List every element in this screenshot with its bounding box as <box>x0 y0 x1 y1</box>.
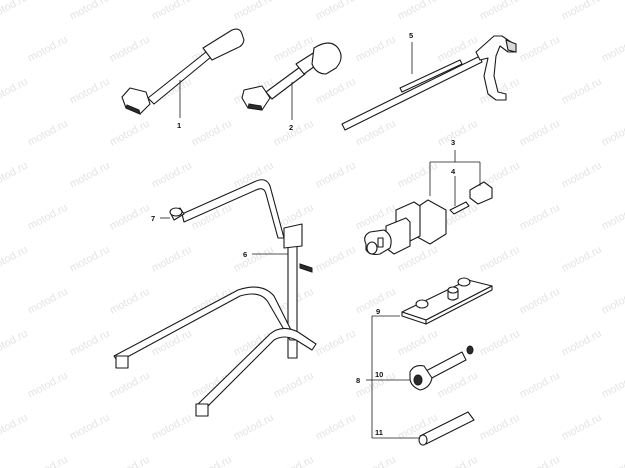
callout-9: 9 <box>376 307 380 316</box>
watermark-text: motod.ru <box>314 76 358 107</box>
watermark-text: motod.ru <box>190 454 234 468</box>
watermark-text: motod.ru <box>354 454 398 468</box>
watermark-text: motod.ru <box>150 160 194 191</box>
part-5-fork-lever <box>341 35 517 131</box>
watermark-text: motod.ru <box>0 412 30 443</box>
watermark-text: motod.ru <box>518 118 562 149</box>
watermark-text: motod.ru <box>560 412 604 443</box>
watermark-text: motod.ru <box>68 244 112 275</box>
watermark-text: motod.ru <box>26 286 70 317</box>
callout-8: 8 <box>356 376 360 385</box>
watermark-text: motod.ru <box>436 370 480 401</box>
watermark-text: motod.ru <box>314 412 358 443</box>
watermark-text: motod.ru <box>68 160 112 191</box>
watermark-text: motod.ru <box>0 76 30 107</box>
watermark-text: motod.ru <box>396 328 440 359</box>
watermark-text: motod.ru <box>518 34 562 65</box>
watermark-text: motod.ru <box>560 244 604 275</box>
part-3-clamp-assembly <box>364 150 493 256</box>
watermark-text: motod.ru <box>600 370 625 401</box>
watermark-text: motod.ru <box>518 202 562 233</box>
watermark-text: motod.ru <box>26 370 70 401</box>
watermark-text: motod.ru <box>600 202 625 233</box>
watermark-text: motod.ru <box>314 0 358 23</box>
watermark-text: motod.ru <box>26 118 70 149</box>
watermark-text: motod.ru <box>436 454 480 468</box>
watermark-text: motod.ru <box>478 0 522 23</box>
part-1-tool <box>121 28 245 118</box>
watermark-text: motod.ru <box>560 0 604 23</box>
watermark-text: motod.ru <box>560 328 604 359</box>
watermark-text: motod.ru <box>108 202 152 233</box>
watermark-text: motod.ru <box>68 0 112 23</box>
part-10-puller <box>409 345 474 391</box>
watermark-text: motod.ru <box>26 454 70 468</box>
callout-6: 6 <box>243 250 247 259</box>
watermark-text: motod.ru <box>314 160 358 191</box>
watermark-text: motod.ru <box>190 118 234 149</box>
part-6-stand <box>113 179 317 417</box>
watermark-text: motod.ru <box>518 454 562 468</box>
watermark-text: motod.ru <box>0 160 30 191</box>
watermark-text: motod.ru <box>26 202 70 233</box>
watermark-text: motod.ru <box>272 370 316 401</box>
callout-3: 3 <box>451 138 455 147</box>
callout-4: 4 <box>451 167 456 176</box>
watermark-text: motod.ru <box>314 328 358 359</box>
watermark-text: motod.ru <box>478 244 522 275</box>
watermark-text: motod.ru <box>68 412 112 443</box>
watermark-text: motod.ru <box>272 454 316 468</box>
watermark-text: motod.ru <box>396 160 440 191</box>
watermark-text: motod.ru <box>0 244 30 275</box>
callout-5: 5 <box>409 31 413 40</box>
watermark-text: motod.ru <box>560 76 604 107</box>
watermark-text: motod.ru <box>26 34 70 65</box>
watermark-text: motod.ru <box>108 118 152 149</box>
watermark-text: motod.ru <box>436 118 480 149</box>
watermark-text: motod.ru <box>354 34 398 65</box>
watermark-text: motod.ru <box>150 0 194 23</box>
watermark-text: motod.ru <box>232 244 276 275</box>
watermark-text: motod.ru <box>108 34 152 65</box>
watermark-text: motod.ru <box>314 244 358 275</box>
watermark-text: motod.ru <box>232 0 276 23</box>
part-11-sleeve <box>418 411 475 446</box>
watermark-text: motod.ru <box>600 118 625 149</box>
watermark-text: motod.ru <box>150 244 194 275</box>
watermark-text: motod.ru <box>600 454 625 468</box>
watermark-text: motod.ru <box>272 118 316 149</box>
watermark-text: motod.ru <box>150 412 194 443</box>
watermark-text: motod.ru <box>478 328 522 359</box>
part-7-screw <box>160 207 185 221</box>
watermark-text: motod.ru <box>108 286 152 317</box>
watermark-text: motod.ru <box>478 76 522 107</box>
watermark-text: motod.ru <box>0 328 30 359</box>
watermark-text: motod.ru <box>600 286 625 317</box>
watermark-text: motod.ru <box>232 412 276 443</box>
callout-1: 1 <box>177 121 181 130</box>
watermark-text: motod.ru <box>600 34 625 65</box>
callout-7: 7 <box>151 214 155 223</box>
part-2-drift <box>241 42 342 120</box>
watermark-text: motod.ru <box>478 412 522 443</box>
watermark-text: motod.ru <box>0 0 30 23</box>
watermark-text: motod.ru <box>518 286 562 317</box>
watermark-text: motod.ru <box>108 370 152 401</box>
watermark-text: motod.ru <box>560 160 604 191</box>
part-9-plate <box>401 277 493 325</box>
watermark-text: motod.ru <box>108 454 152 468</box>
callout-2: 2 <box>289 123 293 132</box>
watermark-text: motod.ru <box>68 328 112 359</box>
watermark-text: motod.ru <box>518 370 562 401</box>
bracket-leaders <box>366 315 420 439</box>
callout-10: 10 <box>375 370 383 379</box>
watermark-text: motod.ru <box>68 76 112 107</box>
callout-11: 11 <box>375 428 383 437</box>
watermark-text: motod.ru <box>396 0 440 23</box>
